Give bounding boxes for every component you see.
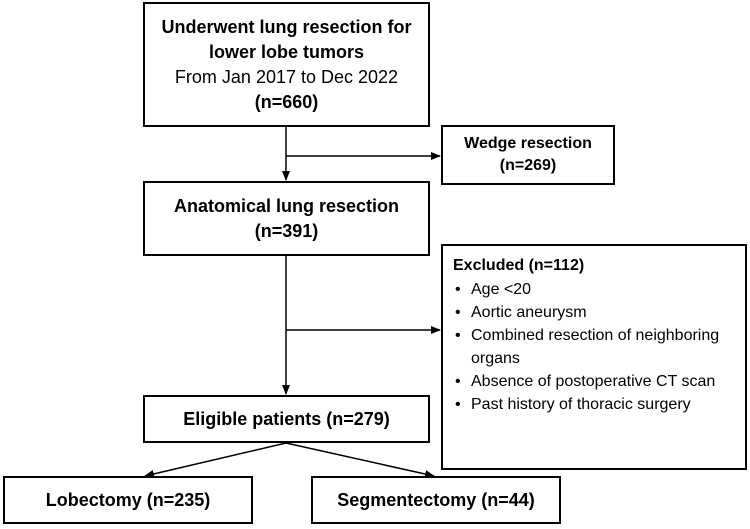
excluded-item-absence-ct: Absence of postoperative CT scan xyxy=(453,370,739,393)
start-count: (n=660) xyxy=(254,91,319,112)
excluded-item-age: Age <20 xyxy=(453,278,739,301)
excluded-item-combined-resection: Combined resection of neighboring organs xyxy=(453,324,739,370)
wedge-box: Wedge resection (n=269) xyxy=(441,125,615,185)
excluded-title: Excluded (n=112) xyxy=(453,257,585,274)
excluded-box: Excluded (n=112) Age <20 Aortic aneurysm… xyxy=(441,244,747,470)
wedge-label: Wedge resection xyxy=(464,135,592,152)
start-line3: From Jan 2017 to Dec 2022 xyxy=(174,66,399,87)
anatomical-label: Anatomical lung resection xyxy=(173,195,400,216)
start-line2: lower lobe tumors xyxy=(208,41,365,62)
lobectomy-label: Lobectomy (n=235) xyxy=(45,489,211,510)
eligible-box: Eligible patients (n=279) xyxy=(143,395,430,443)
excluded-list: Age <20 Aortic aneurysm Combined resecti… xyxy=(453,278,739,416)
wedge-count: (n=269) xyxy=(499,157,557,174)
arrow-to-segmentectomy xyxy=(285,442,435,478)
arrow-to-lobectomy xyxy=(144,442,287,478)
lobectomy-box: Lobectomy (n=235) xyxy=(3,476,253,524)
segmentectomy-label: Segmentectomy (n=44) xyxy=(337,489,535,510)
start-box: Underwent lung resection for lower lobe … xyxy=(143,2,430,127)
anatomical-count: (n=391) xyxy=(254,220,319,241)
start-line1: Underwent lung resection for xyxy=(161,16,412,37)
eligible-label: Eligible patients (n=279) xyxy=(183,408,390,429)
anatomical-box: Anatomical lung resection (n=391) xyxy=(143,181,430,256)
segmentectomy-box: Segmentectomy (n=44) xyxy=(311,476,561,524)
excluded-item-past-history: Past history of thoracic surgery xyxy=(453,393,739,416)
excluded-item-aortic-aneurysm: Aortic aneurysm xyxy=(453,301,739,324)
